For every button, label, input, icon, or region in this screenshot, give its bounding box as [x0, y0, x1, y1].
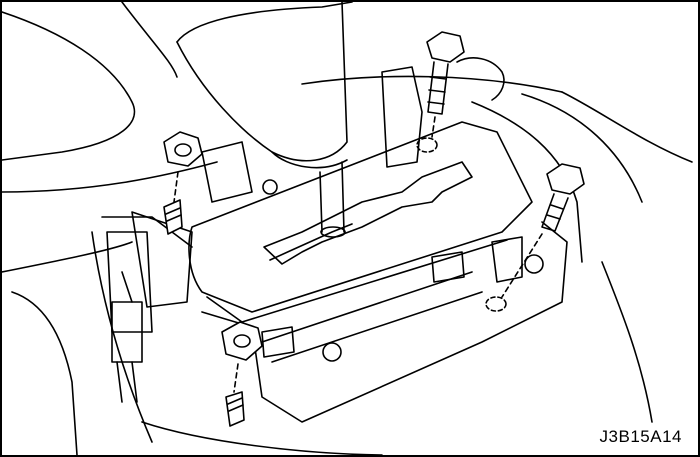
wiring-connector	[111, 271, 143, 403]
shifter-base-bracket	[106, 66, 568, 423]
bolt-top-center	[416, 31, 465, 153]
nut-top-left	[163, 131, 203, 235]
shifter-cover-plate	[188, 121, 533, 323]
nut-bottom-left	[221, 321, 263, 427]
bolt-right	[485, 163, 585, 312]
shift-knob	[176, 2, 353, 238]
figure-code-label: J3B15A14	[599, 427, 682, 446]
console-outline	[2, 2, 693, 455]
